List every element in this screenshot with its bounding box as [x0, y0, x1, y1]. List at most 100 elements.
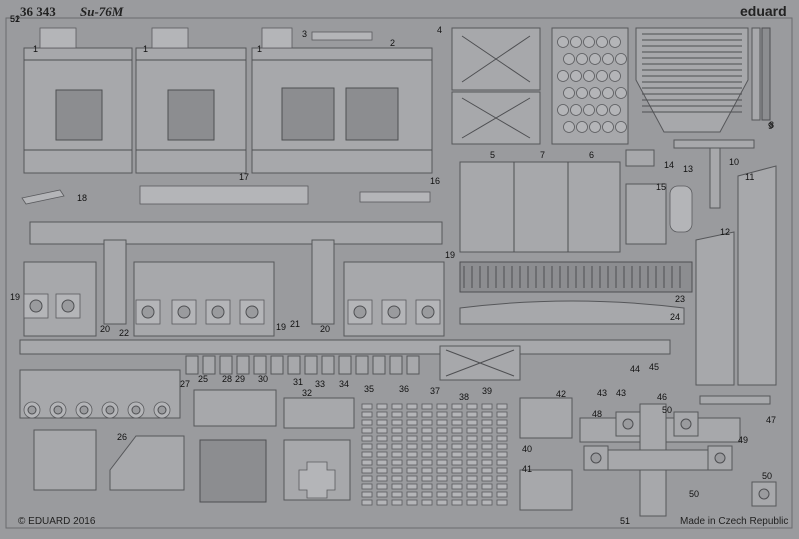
mount-hole — [590, 452, 602, 464]
part-39-cell — [421, 459, 433, 466]
part-20-left — [103, 239, 127, 325]
mount-hole — [622, 418, 634, 430]
part-22-bar — [29, 221, 443, 245]
rivet-disc — [589, 87, 601, 99]
part-39-cell — [466, 499, 478, 506]
part-39-cell — [391, 411, 403, 418]
part-39-cell — [436, 435, 448, 442]
rivet-disc — [589, 121, 601, 133]
small-part — [287, 355, 301, 375]
small-part — [253, 355, 267, 375]
small-part — [355, 355, 369, 375]
rivet-disc — [557, 70, 569, 82]
part-number-1: 1 — [143, 44, 148, 54]
part-39-cell — [496, 499, 508, 506]
part-39-cell — [496, 459, 508, 466]
part-number-29: 29 — [235, 374, 245, 384]
ring-hole — [53, 405, 63, 415]
part-39-cell — [496, 403, 508, 410]
brand-logo: eduard — [740, 3, 787, 19]
pad-hole — [245, 305, 259, 319]
part-39-cell — [361, 435, 373, 442]
part-39-cell — [421, 435, 433, 442]
part-50-mount — [583, 445, 609, 471]
part-1-right — [251, 27, 433, 174]
rivet-disc — [615, 87, 627, 99]
part-number-27: 27 — [180, 379, 190, 389]
part-39-cell — [376, 459, 388, 466]
part-number-50: 50 — [762, 471, 772, 481]
small-part — [202, 355, 216, 375]
part-39-cell — [451, 403, 463, 410]
mount-hole — [714, 452, 726, 464]
part-39-cell — [421, 419, 433, 426]
part-number-43: 43 — [597, 388, 607, 398]
part-39-cell — [391, 467, 403, 474]
part-26-plate — [33, 429, 97, 491]
part-10-stem — [709, 147, 721, 209]
part-39-cell — [361, 499, 373, 506]
part-20-right — [311, 239, 335, 325]
part-13 — [669, 185, 693, 233]
small-part — [321, 355, 335, 375]
part-number-52: 52 — [10, 14, 20, 24]
part-number-37: 37 — [430, 386, 440, 396]
part-number-12: 12 — [720, 227, 730, 237]
part-39-cell — [436, 411, 448, 418]
part-39-cell — [451, 459, 463, 466]
part-number-7: 7 — [540, 150, 545, 160]
part-39-cell — [451, 419, 463, 426]
ring-hole — [79, 405, 89, 415]
rivet-disc — [583, 104, 595, 116]
pad-hole — [353, 305, 367, 319]
part-19-middle — [133, 261, 275, 337]
part-39-cell — [496, 435, 508, 442]
rivet-disc — [563, 121, 575, 133]
part-39-cell — [481, 435, 493, 442]
ring-hole — [131, 405, 141, 415]
part-39-cell — [496, 483, 508, 490]
part-39-cell — [421, 451, 433, 458]
part-39-cell — [376, 483, 388, 490]
part-number-19: 19 — [10, 292, 20, 302]
part-number-35: 35 — [364, 384, 374, 394]
part-39-cell — [451, 451, 463, 458]
part-12 — [695, 231, 735, 386]
part-39-cell — [391, 427, 403, 434]
part-39-cell — [361, 451, 373, 458]
part-number-9: 9 — [768, 121, 773, 131]
part-39-cell — [436, 467, 448, 474]
part-39-cell — [466, 411, 478, 418]
part-39-cell — [436, 427, 448, 434]
part-15 — [625, 183, 667, 245]
part-39-cell — [436, 419, 448, 426]
part-39-cell — [391, 459, 403, 466]
part-39-cell — [466, 403, 478, 410]
part-number-1: 1 — [257, 44, 262, 54]
part-39-cell — [451, 499, 463, 506]
part-39-cell — [466, 491, 478, 498]
part-39-cell — [391, 491, 403, 498]
part-39-cell — [376, 419, 388, 426]
part-39-cell — [481, 427, 493, 434]
part-39-cell — [436, 459, 448, 466]
part-number-19: 19 — [445, 250, 455, 260]
small-part — [406, 355, 420, 375]
fret-frame — [5, 17, 793, 529]
part-39-cell — [391, 499, 403, 506]
part-number-18: 18 — [77, 193, 87, 203]
part-number-23: 23 — [675, 294, 685, 304]
part-number-38: 38 — [459, 392, 469, 402]
rivet-disc — [583, 70, 595, 82]
small-part — [270, 355, 284, 375]
part-3 — [311, 31, 373, 41]
ring-hole — [27, 405, 37, 415]
part-39-cell — [436, 499, 448, 506]
part-39-cell — [481, 411, 493, 418]
part-number-33: 33 — [315, 379, 325, 389]
part-number-40: 40 — [522, 444, 532, 454]
part-39-cell — [436, 403, 448, 410]
part-4 — [451, 27, 541, 91]
part-39-cell — [406, 459, 418, 466]
